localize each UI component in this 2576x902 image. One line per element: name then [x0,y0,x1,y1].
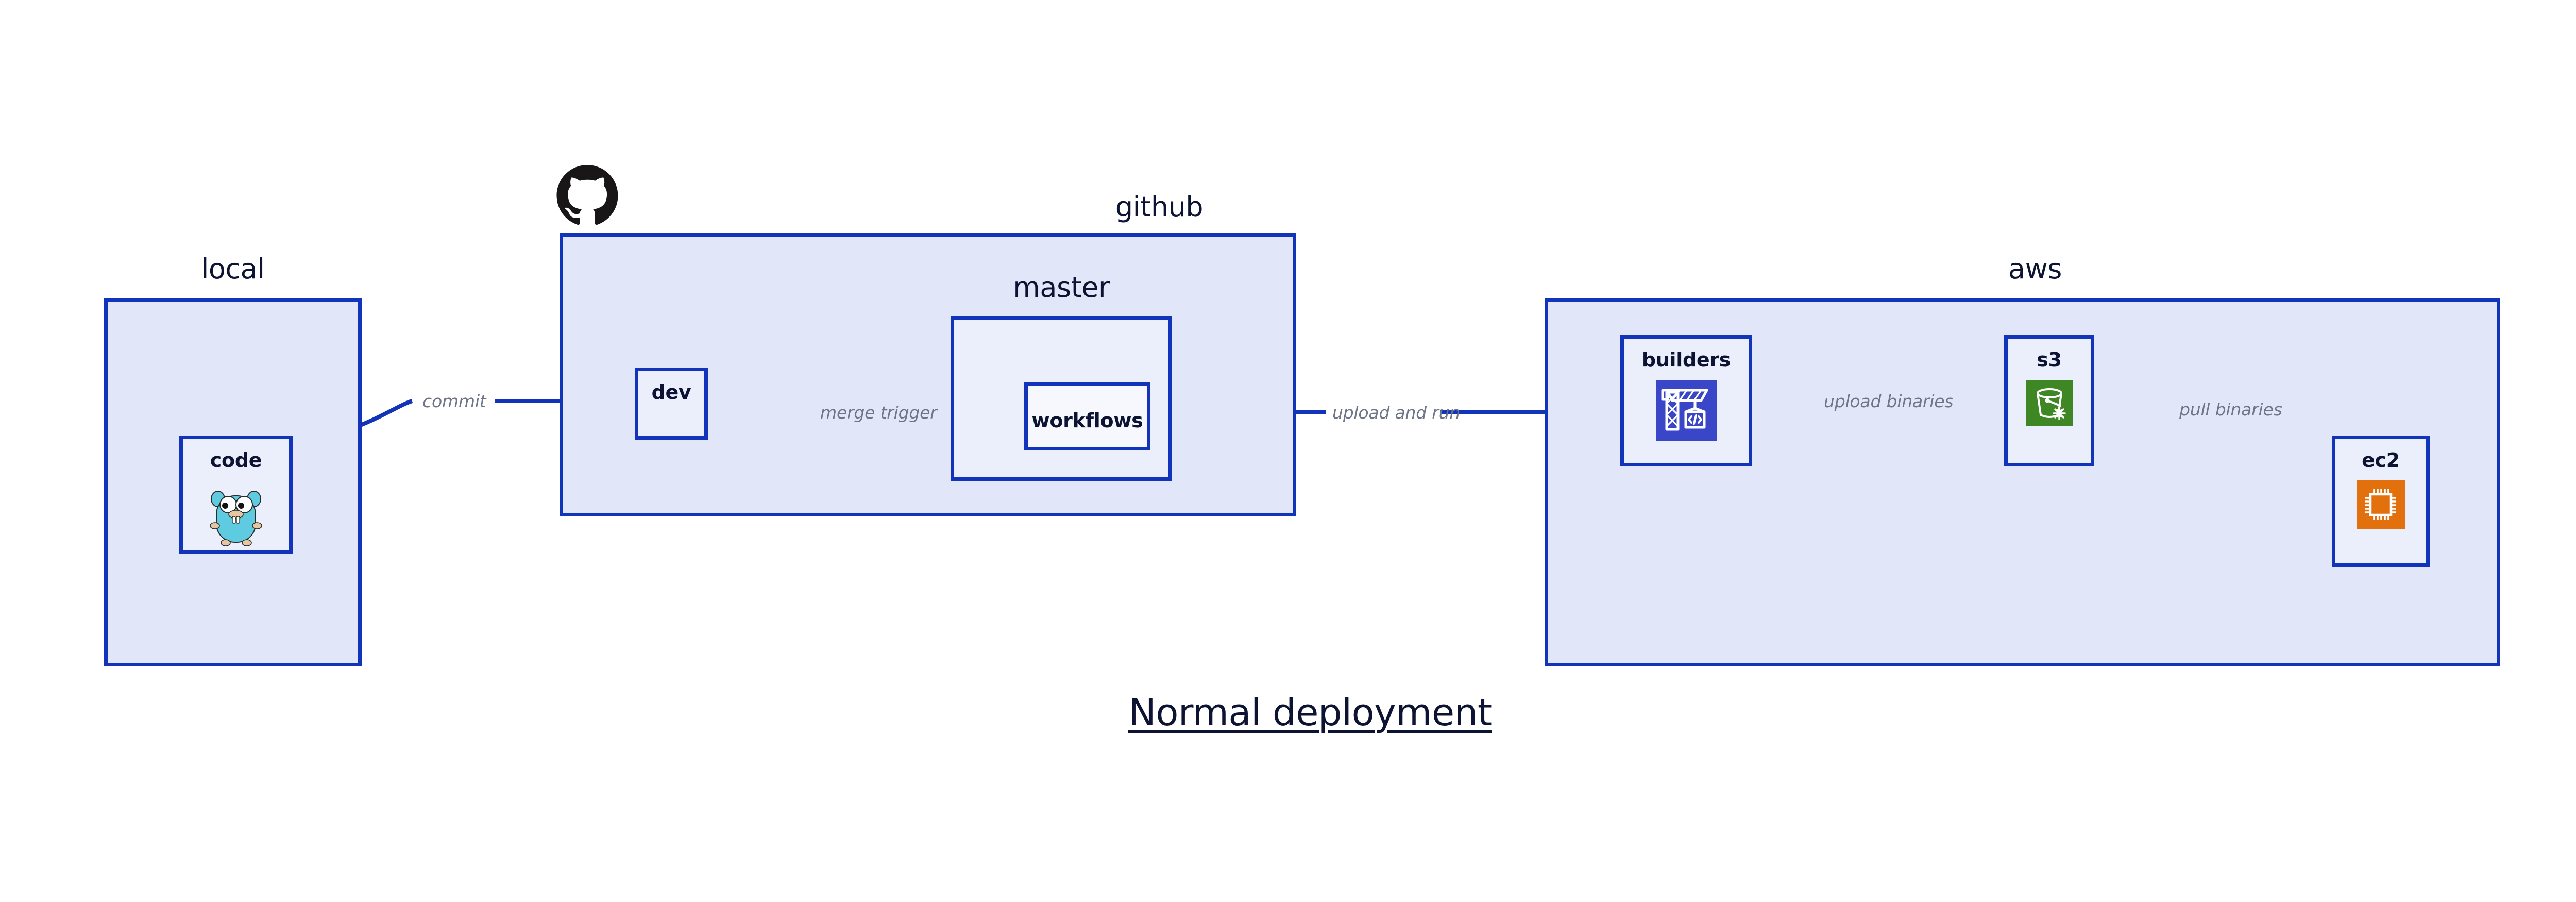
node-label-builders: builders [1641,348,1731,371]
cpu-chip-icon [2357,480,2405,531]
go-gopher-icon [207,480,265,550]
node-label-ec2: ec2 [2362,449,2400,472]
node-ec2[interactable]: ec2 [2332,436,2430,567]
node-builders[interactable]: builders [1620,335,1752,466]
github-octocat-icon [556,165,619,228]
group-label-github: github [1115,191,1204,223]
node-workflows[interactable]: workflows [1024,382,1150,450]
diagram-title: Normal deployment [1128,691,1492,734]
edge-label-merge-trigger: merge trigger [820,403,937,423]
crane-code-icon [1656,380,1717,443]
node-dev[interactable]: dev [635,368,708,440]
s3-bucket-icon [2026,380,2073,428]
edge-label-pull-binaries: pull binaries [2179,399,2282,420]
node-label-s3: s3 [2037,348,2062,371]
edge-label-commit: commit [422,391,486,411]
group-label-local: local [201,253,265,285]
group-label-aws: aws [2008,253,2062,285]
node-label-workflows: workflows [1031,409,1143,432]
node-label-dev: dev [651,381,691,404]
group-label-master: master [1013,271,1110,304]
edge-label-upload-binaries: upload binaries [1824,391,1954,411]
node-s3[interactable]: s3 [2004,335,2094,466]
node-label-code: code [210,449,262,472]
node-code[interactable]: code [179,436,293,554]
edge-label-upload-and-run: upload and run [1332,403,1461,423]
